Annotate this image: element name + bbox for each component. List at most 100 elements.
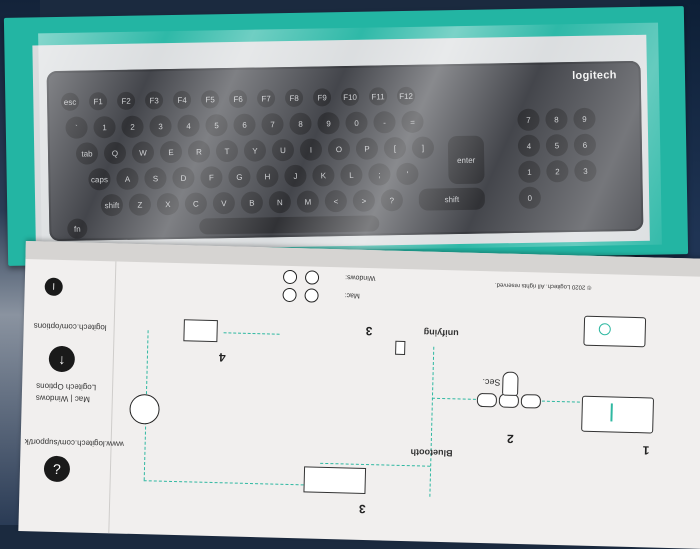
key-shift: shift xyxy=(100,193,124,217)
step-4-number: 4 xyxy=(218,350,226,365)
key-f9: F9 xyxy=(312,88,332,107)
key-[: [ xyxy=(383,136,407,160)
finger-press-icon xyxy=(502,371,519,396)
numpad-key-6: 6 xyxy=(573,133,597,157)
key-1-icon xyxy=(476,392,498,408)
computer-icon xyxy=(183,319,218,343)
instruction-sheet: 1 3 Sec. 2 unifying 3 Mac: Windows: Blue… xyxy=(18,241,700,549)
key-f12: F12 xyxy=(396,86,416,106)
fn-key-icon-2 xyxy=(282,287,297,303)
key-caps: caps xyxy=(88,168,111,191)
key-f2: F2 xyxy=(116,91,136,110)
key-f1: F1 xyxy=(88,92,108,111)
shortcut-keys xyxy=(282,269,335,303)
key-<: < xyxy=(324,189,348,213)
numpad-key-0: 0 xyxy=(518,186,542,209)
key-u: U xyxy=(271,138,295,162)
key-m: M xyxy=(296,190,320,213)
key-6: 6 xyxy=(233,113,256,136)
step-1-number: 1 xyxy=(642,443,650,458)
key-s: S xyxy=(144,167,167,190)
numpad-key-8: 8 xyxy=(545,108,568,131)
connector-7 xyxy=(143,480,304,486)
key-3-icon xyxy=(520,394,542,409)
key-f4: F4 xyxy=(172,90,192,109)
key-0: 0 xyxy=(345,111,368,134)
key-g: G xyxy=(228,165,251,189)
key-;: ; xyxy=(368,163,391,186)
numpad-key-1: 1 xyxy=(518,160,541,183)
key-p: P xyxy=(355,137,379,160)
connector-4 xyxy=(320,462,431,467)
numpad-key-7: 7 xyxy=(517,108,540,131)
keyboard-back-illustration xyxy=(583,315,647,348)
keyboard-illustration xyxy=(581,395,655,434)
key-z: Z xyxy=(128,193,152,216)
p-key-icon xyxy=(304,270,320,285)
key-8: 8 xyxy=(289,112,312,135)
key-?: ? xyxy=(380,188,404,212)
battery-icon xyxy=(598,323,611,336)
key-fn: fn xyxy=(67,218,88,239)
devices-illustration xyxy=(303,466,367,495)
legal-text: © 2020 Logitech. All rights reserved. xyxy=(494,281,592,290)
key-a: A xyxy=(116,167,139,190)
key-q: Q xyxy=(103,141,127,165)
key-1: 1 xyxy=(93,116,116,139)
key-2: 2 xyxy=(121,115,144,138)
mac-label: Mac: xyxy=(344,291,360,299)
key-l: L xyxy=(340,163,363,187)
numpad-key-2: 2 xyxy=(546,160,569,183)
brand-logo: logitech xyxy=(572,69,617,83)
key-esc: esc xyxy=(60,92,80,111)
key-c: C xyxy=(184,192,208,215)
key-b: B xyxy=(240,191,264,214)
key-f: F xyxy=(200,166,223,189)
key-v: V xyxy=(212,191,236,215)
numpad-key-9: 9 xyxy=(573,107,596,131)
key-]: ] xyxy=(411,136,435,159)
connector-5 xyxy=(223,332,280,335)
connector-3 xyxy=(431,397,476,400)
key-h: H xyxy=(256,165,279,188)
key-3: 3 xyxy=(149,115,172,138)
key-shift-right: shift xyxy=(418,187,486,211)
key-5: 5 xyxy=(205,114,228,137)
unifying-receiver-icon xyxy=(395,340,406,356)
options-title: Logitech Options xyxy=(36,381,97,392)
key-': ' xyxy=(396,162,419,186)
key-=: = xyxy=(401,110,424,134)
numpad-key-5: 5 xyxy=(545,134,569,157)
windows-label: Windows: xyxy=(344,273,376,282)
key-k: K xyxy=(312,164,335,187)
numpad-key-4: 4 xyxy=(517,134,541,157)
step-2-number: 2 xyxy=(506,431,514,446)
key-enter: enter xyxy=(447,135,485,185)
key-9: 9 xyxy=(317,112,340,135)
connector-1 xyxy=(541,400,580,403)
key-w: W xyxy=(131,141,155,164)
o-key-icon xyxy=(304,288,319,303)
step-3a-number: 3 xyxy=(365,323,373,339)
key-x: X xyxy=(156,192,180,216)
numpad-key-3: 3 xyxy=(574,159,597,182)
options-url: logitech.com/options xyxy=(33,321,107,333)
options-sub: Mac | Windows xyxy=(35,393,91,404)
key-j: J xyxy=(284,164,307,188)
key-7: 7 xyxy=(261,113,284,136)
key-f8: F8 xyxy=(284,88,304,108)
key-f11: F11 xyxy=(368,87,388,106)
key-r: R xyxy=(187,140,211,163)
check-icon xyxy=(129,393,160,425)
unifying-label: unifying xyxy=(423,327,459,339)
key-tab: tab xyxy=(75,142,99,165)
key-e: E xyxy=(159,140,183,164)
key-d: D xyxy=(172,166,195,190)
key-t: T xyxy=(215,139,239,163)
key-f5: F5 xyxy=(200,90,220,109)
key-4: 4 xyxy=(177,114,200,137)
bluetooth-label: Bluetooth xyxy=(410,447,453,459)
key-f10: F10 xyxy=(340,87,360,107)
key-n: N xyxy=(268,190,292,214)
connector-2 xyxy=(429,346,435,497)
